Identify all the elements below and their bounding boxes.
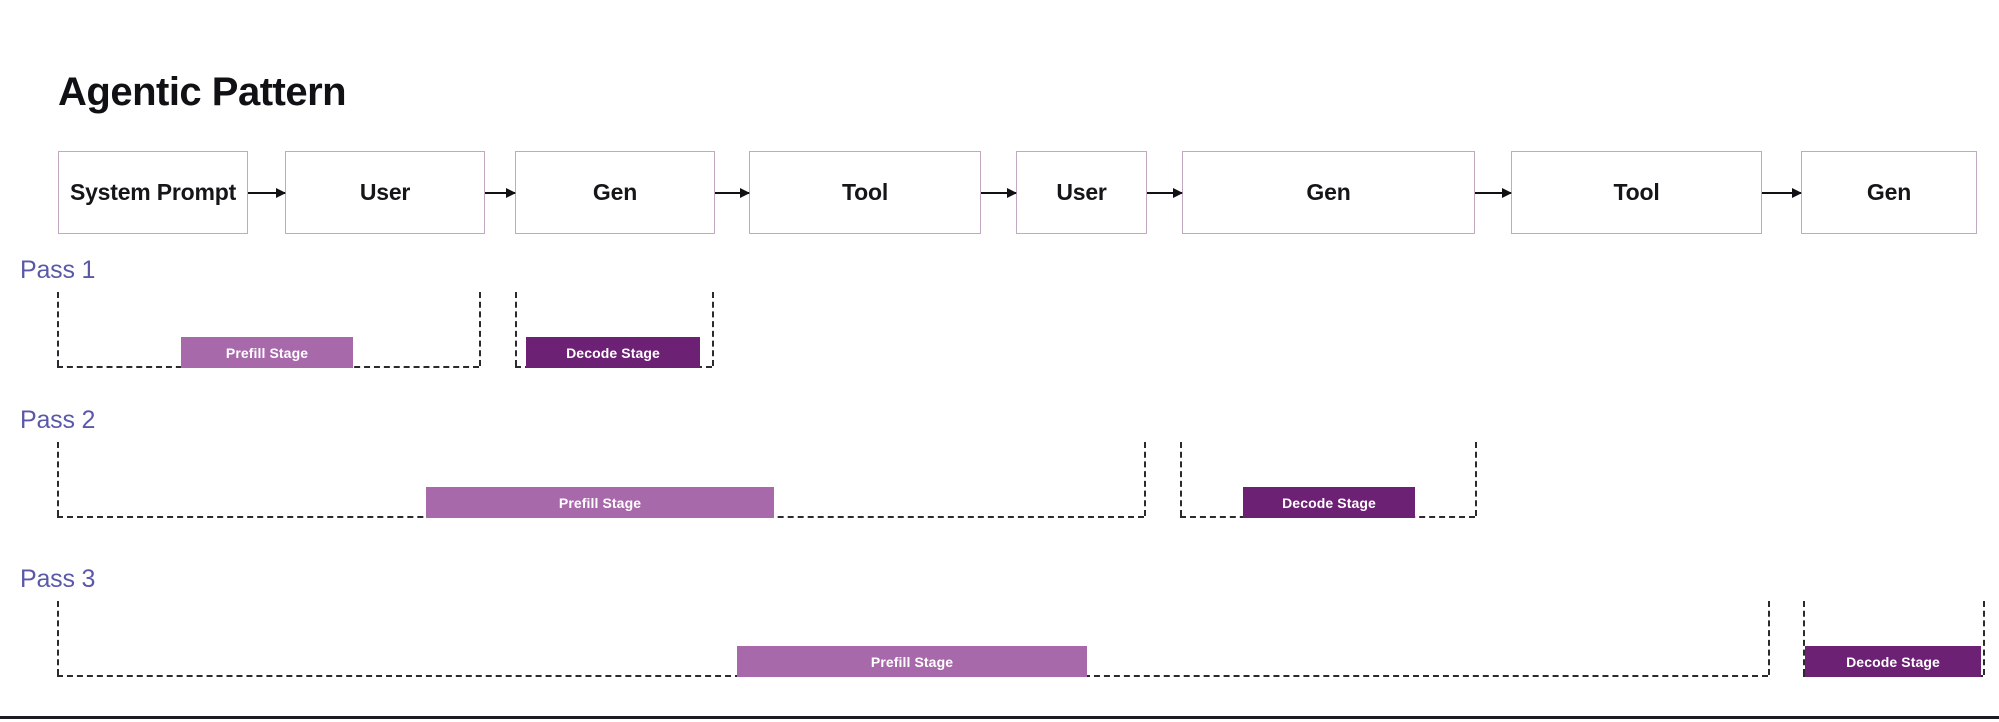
pipeline-box-label: Gen (1866, 179, 1912, 205)
pass-2-decode-stage-label: Decode Stage (1282, 494, 1376, 511)
pass-2-decode-bracket-leg-right (1475, 442, 1477, 516)
pass-2-prefill-bracket-leg-left (57, 442, 59, 516)
page-title: Agentic Pattern (58, 70, 347, 114)
pipeline-box-label: Tool (1613, 179, 1660, 205)
pipeline-box-user[interactable]: User (1016, 151, 1147, 234)
pass-2-decode-bracket-leg-left (1180, 442, 1182, 516)
pipeline-box-gen[interactable]: Gen (515, 151, 715, 234)
pass-3-prefill-bracket-leg-left (57, 601, 59, 675)
pipeline-box-label: System Prompt (69, 179, 237, 205)
pipeline-box-label: Gen (1306, 179, 1351, 205)
pipeline-box-gen[interactable]: Gen (1182, 151, 1475, 234)
pipeline-box-system-prompt[interactable]: System Prompt (58, 151, 248, 234)
pass-3-decode-bracket-leg-right (1983, 601, 1985, 675)
pipeline-box-gen[interactable]: Gen (1801, 151, 1977, 234)
pass-1-decode-stage-label: Decode Stage (566, 344, 660, 361)
pass-3-decode-stage-label: Decode Stage (1846, 653, 1940, 670)
pass-1-decode-bracket-leg-left (515, 292, 517, 366)
pass-1-prefill-stage-label: Prefill Stage (225, 344, 309, 361)
flow-arrow-icon (1147, 187, 1183, 198)
flow-arrow-icon (485, 187, 516, 198)
pass-3-prefill-bracket-leg-right (1768, 601, 1770, 675)
pass-2-prefill-stage-label: Prefill Stage (558, 494, 642, 511)
pipeline-box-user[interactable]: User (285, 151, 485, 234)
pass-3-decode-stage-bar[interactable]: Decode Stage (1805, 646, 1981, 677)
pipeline-box-label: Tool (841, 179, 889, 205)
pipeline-row: System Prompt User Gen Tool User Gen Tool Gen (0, 151, 1999, 234)
pipeline-box-label: Gen (592, 179, 638, 205)
pipeline-box-label: User (1056, 179, 1107, 205)
pass-label-2: Pass 2 (20, 406, 96, 434)
flow-arrow-icon (1475, 187, 1512, 198)
pass-1-decode-bracket-leg-right (712, 292, 714, 366)
flow-arrow-icon (1762, 187, 1802, 198)
bottom-rule (0, 716, 1999, 719)
pass-2-decode-stage-bar[interactable]: Decode Stage (1243, 487, 1415, 518)
pass-3-prefill-stage-bar[interactable]: Prefill Stage (737, 646, 1087, 677)
pass-3-decode-bracket-leg-left (1803, 601, 1805, 675)
pipeline-box-tool[interactable]: Tool (749, 151, 981, 234)
pass-2-prefill-bracket-leg-right (1144, 442, 1146, 516)
pass-1-prefill-bracket-leg-left (57, 292, 59, 366)
pipeline-box-label: User (359, 179, 411, 205)
pass-3-prefill-stage-label: Prefill Stage (870, 653, 954, 670)
flow-arrow-icon (248, 187, 286, 198)
pass-2-prefill-stage-bar[interactable]: Prefill Stage (426, 487, 774, 518)
pipeline-box-tool[interactable]: Tool (1511, 151, 1762, 234)
pass-1-decode-stage-bar[interactable]: Decode Stage (526, 337, 700, 368)
pass-1-prefill-stage-bar[interactable]: Prefill Stage (181, 337, 353, 368)
pass-1-prefill-bracket-leg-right (479, 292, 481, 366)
pass-label-1: Pass 1 (20, 256, 96, 284)
pass-label-3: Pass 3 (20, 565, 96, 593)
flow-arrow-icon (715, 187, 750, 198)
flow-arrow-icon (981, 187, 1017, 198)
